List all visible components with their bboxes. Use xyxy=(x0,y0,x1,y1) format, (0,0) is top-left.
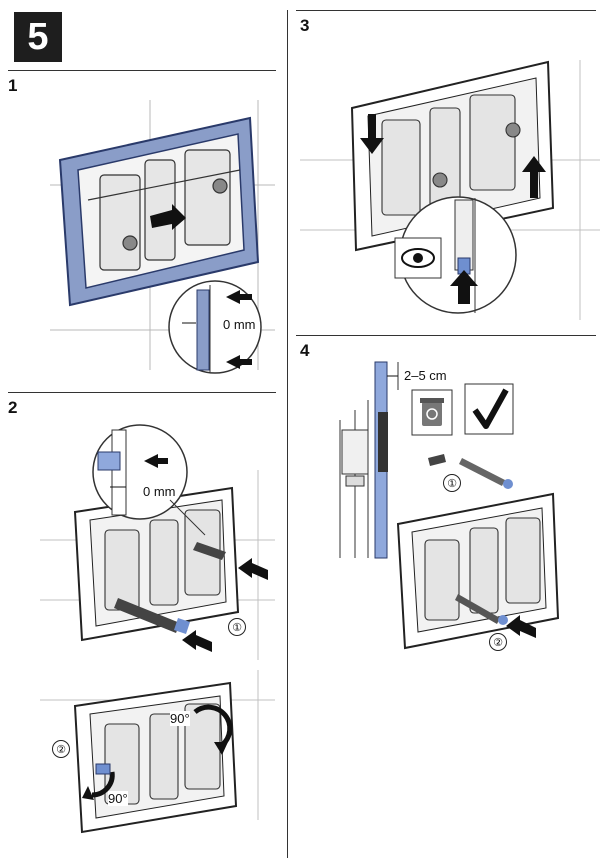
step-number-4: 4 xyxy=(300,341,310,360)
step-2-angle-left: 90° xyxy=(108,791,128,806)
checkmark-icon xyxy=(472,388,509,429)
step-2-substep-1: ① xyxy=(228,618,246,636)
step-number-2: 2 xyxy=(8,398,18,417)
divider-step-2 xyxy=(8,392,276,393)
step-number-1: 1 xyxy=(8,76,18,95)
divider-step-1 xyxy=(8,70,276,71)
step-4-substep-2: ② xyxy=(489,633,507,651)
section-badge: 5 xyxy=(14,12,62,62)
divider-step-4 xyxy=(296,335,596,336)
recycle-bin-icon xyxy=(420,398,444,426)
eye-icon xyxy=(401,248,435,268)
step-2-angle-right: 90° xyxy=(170,711,190,726)
step-number-3: 3 xyxy=(300,16,310,35)
step-4-substep-1: ① xyxy=(443,474,461,492)
divider-step-3 xyxy=(296,10,596,11)
step-2-substep-2: ② xyxy=(52,740,70,758)
step-4-distance-label: 2–5 cm xyxy=(404,368,447,383)
step-2-gap-label: 0 mm xyxy=(143,484,176,499)
column-divider xyxy=(287,10,288,858)
step-1-gap-label: 0 mm xyxy=(223,317,256,332)
